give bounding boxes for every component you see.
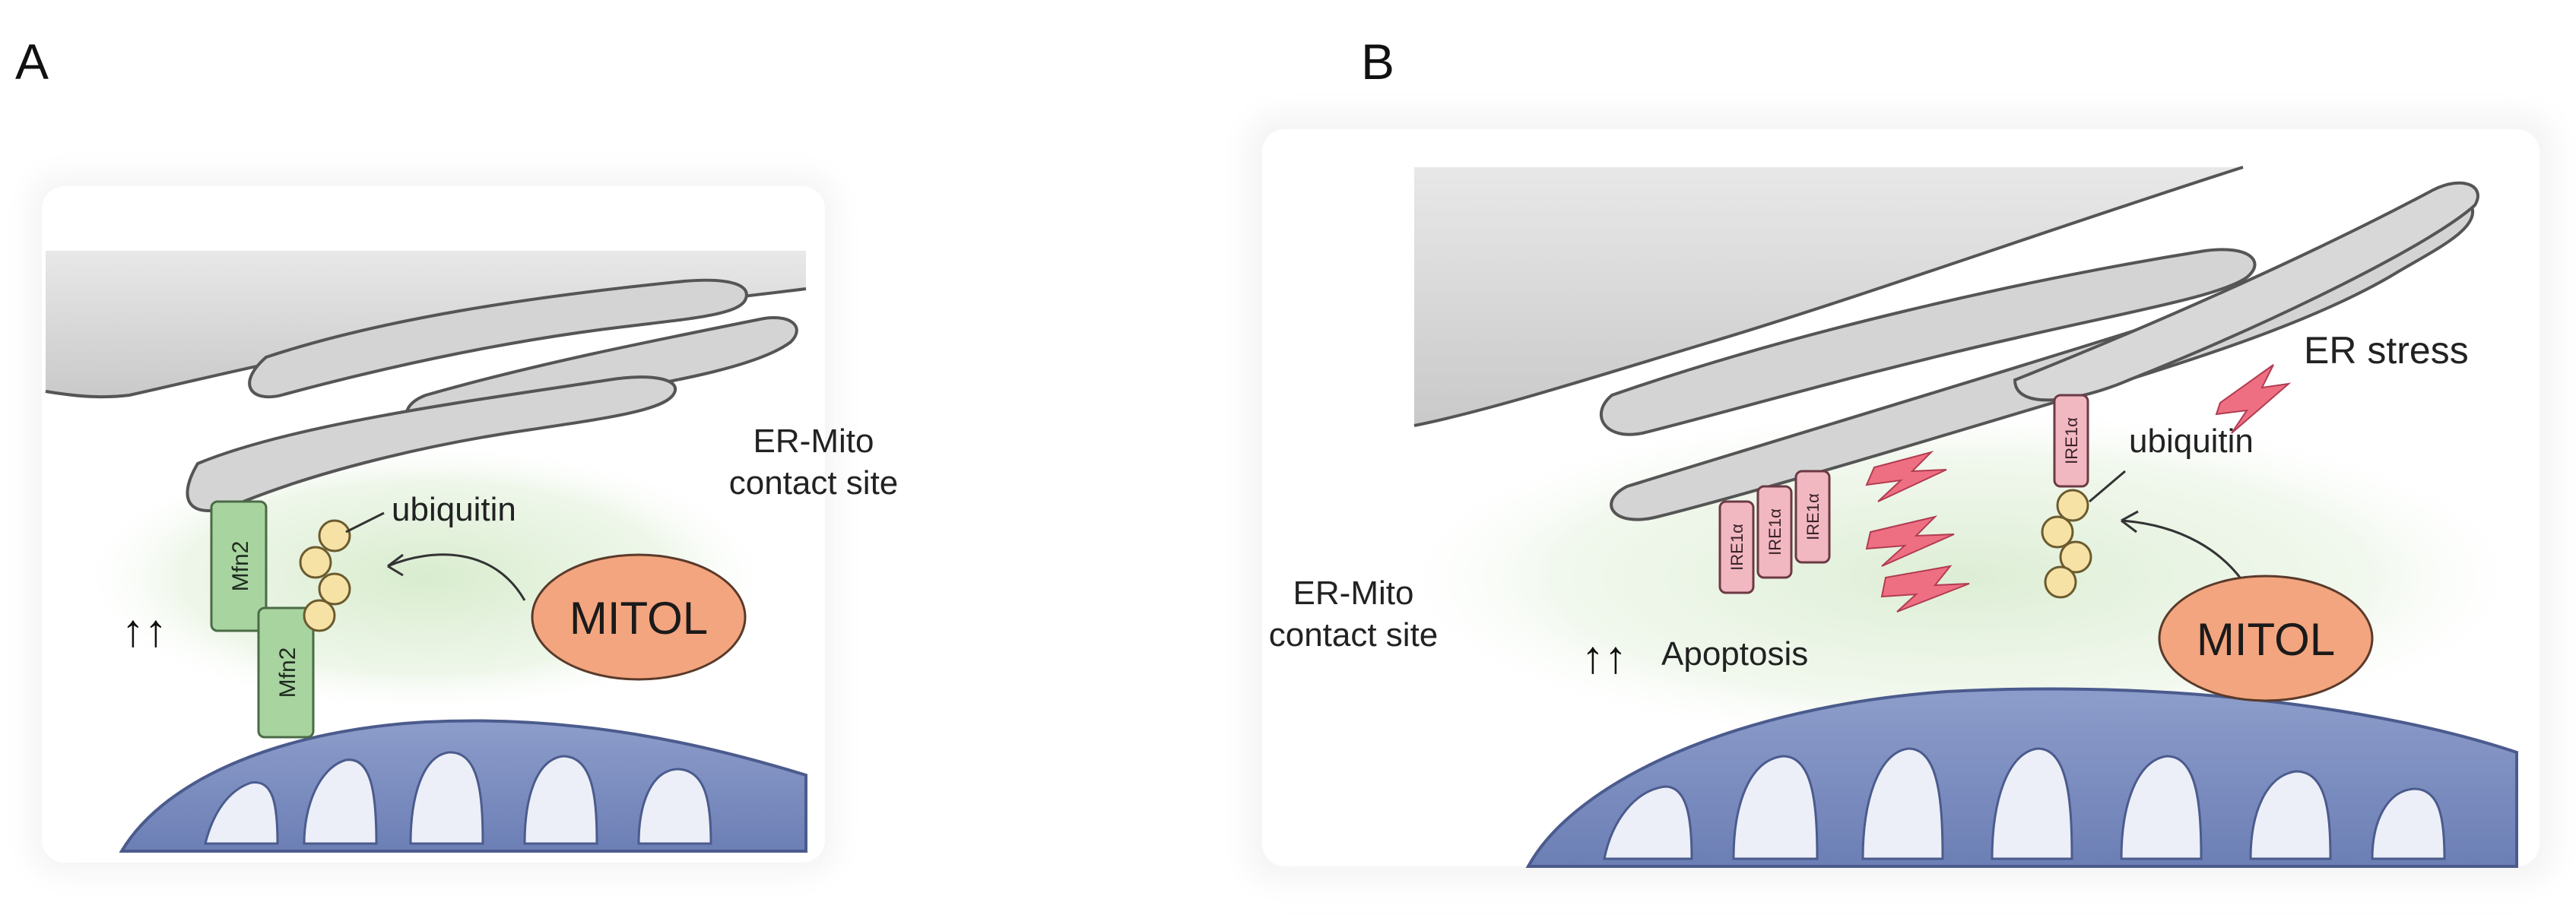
ire1a-label-1: IRE1α xyxy=(1727,524,1746,571)
contact-site-label-a-line2: contact site xyxy=(729,464,899,502)
mitochondrion xyxy=(119,719,807,853)
apoptosis-label: Apoptosis xyxy=(1661,635,1808,673)
contact-site-label-b-line2: contact site xyxy=(1269,616,1439,654)
mitol-b-label: MITOL xyxy=(2197,614,2335,665)
mitochondrion-b xyxy=(1525,687,2518,868)
panel-b: B IRE1α IRE xyxy=(1247,33,2555,882)
panel-a: A Mfn2 Mfn2 xyxy=(15,33,898,874)
mfn2-upper-label: Mfn2 xyxy=(228,541,253,592)
transfer-arrow xyxy=(387,553,526,601)
stress-lightning xyxy=(1865,364,2292,613)
er-membrane-b xyxy=(1413,166,2479,521)
mitol-a: MITOL xyxy=(531,553,747,681)
contact-site-label-a-line1: ER-Mito xyxy=(753,423,874,460)
ire1a-oligomer: IRE1α IRE1α IRE1α xyxy=(1718,470,1831,594)
panel-b-letter: B xyxy=(1361,33,1394,90)
transfer-arrow-head-b xyxy=(2121,510,2139,533)
ubiquitin-chain xyxy=(299,519,351,632)
ire1a-label-2: IRE1α xyxy=(1765,508,1784,556)
ubiquitin-label-b: ubiquitin xyxy=(2129,423,2254,460)
ubiquitin-label: ubiquitin xyxy=(392,491,516,528)
er-stress-label: ER stress xyxy=(2304,329,2469,372)
mfn2-upper: Mfn2 xyxy=(210,500,268,632)
ire1a-single-label: IRE1α xyxy=(2062,417,2081,464)
er-membrane xyxy=(45,251,807,512)
ubiquitin-chain-b xyxy=(2041,489,2092,599)
transfer-arrow-head xyxy=(387,553,404,577)
mitol-b: MITOL xyxy=(2158,575,2374,702)
mfn2-lower-label: Mfn2 xyxy=(275,647,300,698)
panel-a-letter: A xyxy=(15,33,49,90)
increase-arrows-b: ↑↑ xyxy=(1581,632,1627,682)
mfn2-lower: Mfn2 xyxy=(257,606,315,739)
ubiquitin-pointer-b xyxy=(2089,470,2126,503)
mitol-a-label: MITOL xyxy=(569,593,708,644)
ire1a-label-3: IRE1α xyxy=(1804,493,1823,540)
increase-arrows-a: ↑↑ xyxy=(122,605,167,656)
contact-site-label-b-line1: ER-Mito xyxy=(1293,575,1414,612)
ire1a-single: IRE1α xyxy=(2053,394,2089,488)
ubiquitin-pointer xyxy=(345,511,385,533)
